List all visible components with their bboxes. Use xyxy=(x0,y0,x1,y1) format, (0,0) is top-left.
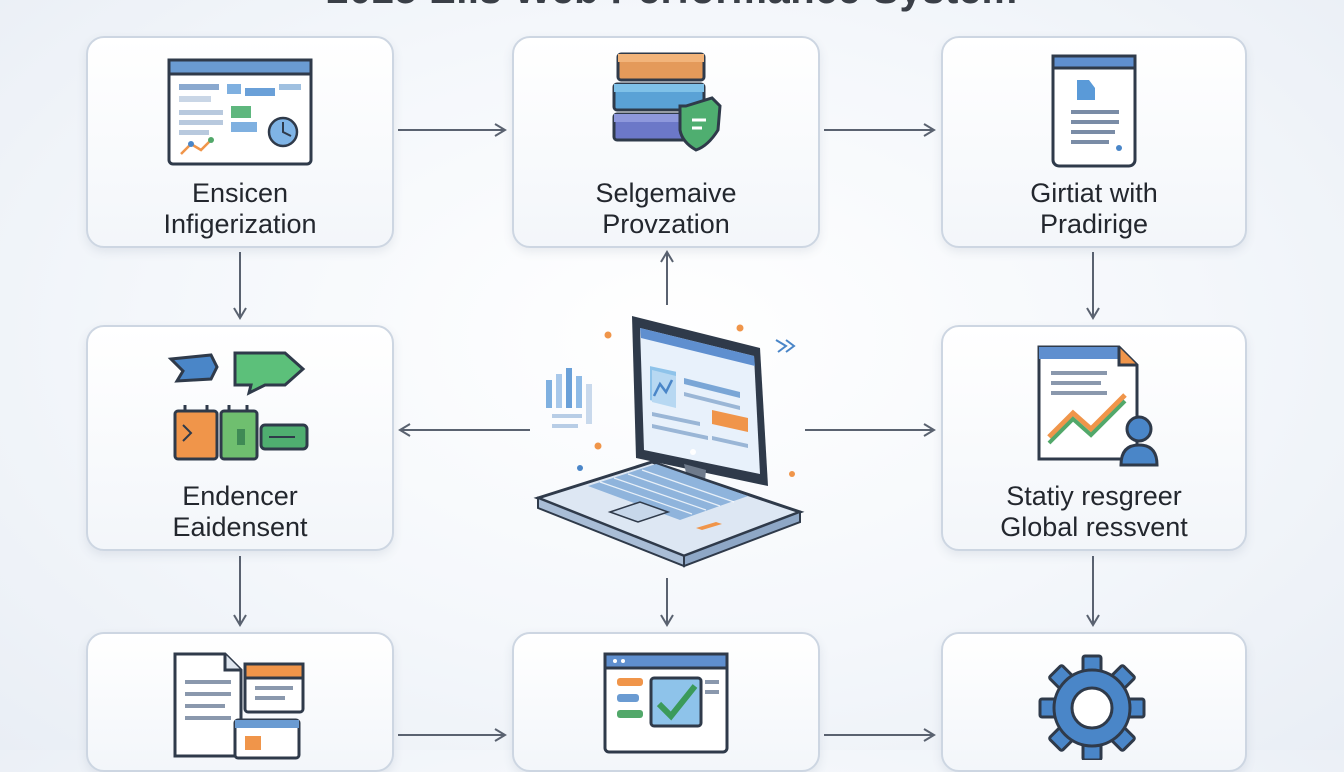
node-top-right: Girtiat with Pradirige xyxy=(941,36,1247,248)
node-top-left-line2: Infigerization xyxy=(163,209,317,239)
node-top-left-line1: Ensicen xyxy=(191,178,289,208)
node-bottom-right xyxy=(941,632,1247,772)
node-top-mid-label: Selgemaive Provzation xyxy=(514,178,818,240)
node-top-left: Ensicen Infigerization xyxy=(86,36,394,248)
checklist-window-icon xyxy=(603,652,729,754)
dashboard-window-icon xyxy=(167,58,313,166)
server-stack-shield-icon xyxy=(612,52,722,152)
floating-data-bars xyxy=(546,368,592,428)
node-top-mid: Selgemaive Provzation xyxy=(512,36,820,248)
diagram-title: 2025 Elis Web Performance System xyxy=(0,0,1344,12)
tablet-document-icon xyxy=(1051,54,1137,168)
connector-arrows xyxy=(233,123,1100,742)
node-mid-left-label: Endencer Eaidensent xyxy=(88,481,392,543)
monitor xyxy=(632,316,768,492)
node-top-mid-line2: Provzation xyxy=(602,209,730,239)
laptop-monitor-icon xyxy=(533,316,805,568)
node-mid-left-line1: Endencer xyxy=(182,481,298,511)
laptop-base xyxy=(533,460,805,568)
node-top-right-line2: Pradirige xyxy=(1039,209,1149,239)
node-mid-left: Endencer Eaidensent xyxy=(86,325,394,551)
node-bottom-left xyxy=(86,632,394,772)
node-top-right-label: Girtiat with Pradirige xyxy=(943,178,1245,240)
node-top-mid-line1: Selgemaive xyxy=(595,178,737,208)
puzzle-connectors-icon xyxy=(167,351,309,461)
node-mid-right-line2: Global ressvent xyxy=(1000,512,1188,542)
documents-stack-icon xyxy=(173,652,305,760)
node-mid-left-line2: Eaidensent xyxy=(172,512,308,542)
node-bottom-mid xyxy=(512,632,820,772)
node-mid-right-line1: Statiy resgreer xyxy=(1006,481,1182,511)
node-top-left-label: Ensicen Infigerization xyxy=(88,178,392,240)
node-mid-right: Statiy resgreer Global ressvent xyxy=(941,325,1247,551)
report-chart-user-icon xyxy=(1037,345,1159,467)
node-mid-right-label: Statiy resgreer Global ressvent xyxy=(943,481,1245,543)
node-top-right-line1: Girtiat with xyxy=(1030,178,1158,208)
gear-icon xyxy=(1038,654,1146,760)
